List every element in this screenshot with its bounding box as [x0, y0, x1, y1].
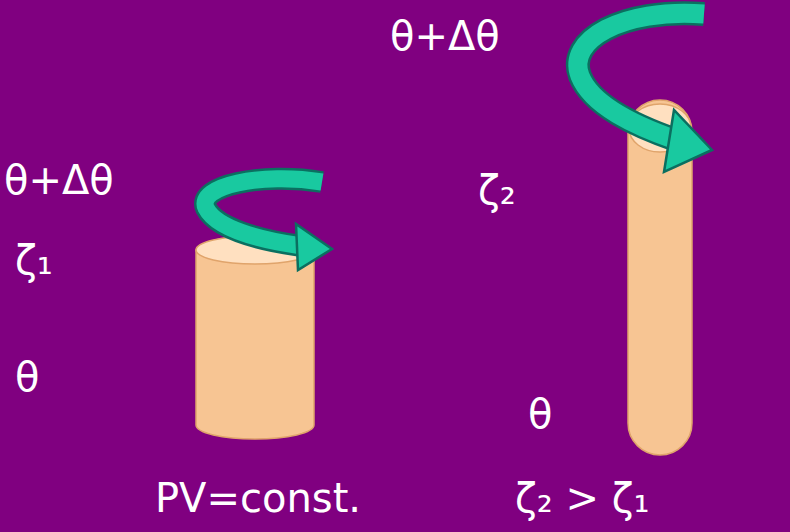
angle-label: θ — [528, 392, 552, 436]
comparison-label: ζ₂ > ζ₁ — [515, 476, 650, 520]
angle-label: θ+Δθ — [4, 158, 114, 202]
angle-label: θ — [15, 355, 39, 399]
short-cylinder — [196, 250, 314, 439]
arrow-head — [664, 110, 712, 172]
equation-label: PV=const. — [155, 476, 361, 520]
arrow-head — [296, 224, 332, 270]
angle-label: θ+Δθ — [390, 14, 500, 58]
vorticity-label: ζ₂ — [478, 168, 516, 212]
vorticity-label: ζ₁ — [15, 238, 53, 282]
